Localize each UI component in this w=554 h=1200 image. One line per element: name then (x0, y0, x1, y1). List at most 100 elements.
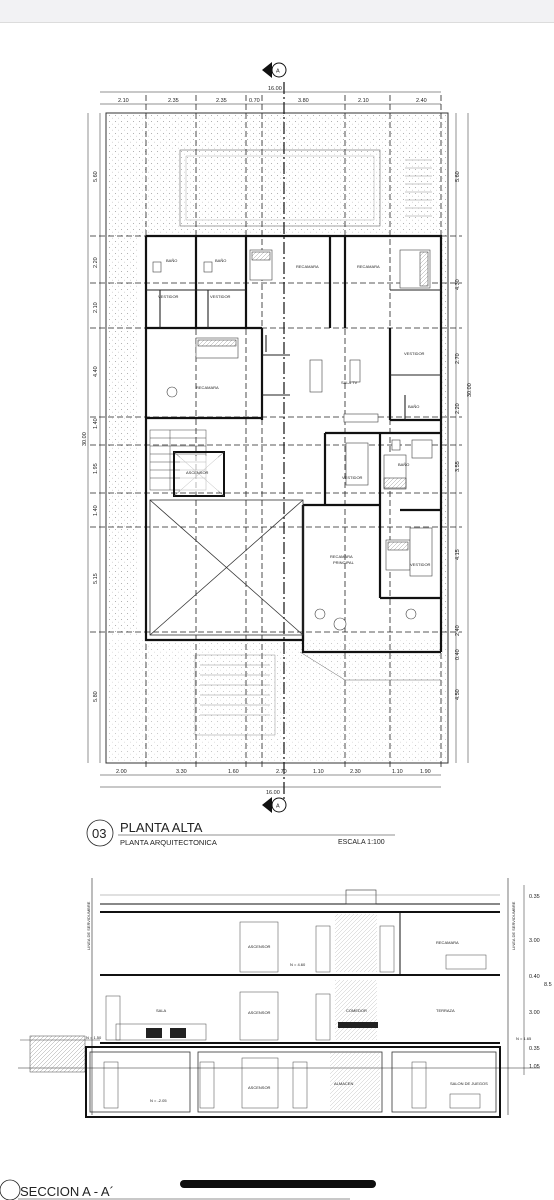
left-dim-1: 5.60 (93, 171, 99, 182)
section-marker-top-label: A (276, 69, 280, 75)
room-label-ascensor: ASCENSOR (186, 470, 209, 475)
left-dim-2: 2.20 (93, 257, 99, 268)
left-dim-7: 1.40 (93, 505, 99, 516)
right-dim-4: 2.20 (455, 403, 461, 414)
bottom-dim-1: 2.00 (116, 769, 127, 775)
plan-number-circle (86, 819, 114, 847)
room-label-bano-4: BAÑO (408, 404, 419, 409)
right-dim-1: 5.60 (455, 171, 461, 182)
room-label-vestidor-5: VESTIDOR (410, 562, 431, 567)
section-dim-3: 0.40 (529, 974, 540, 980)
patio-outline (179, 149, 381, 227)
bottom-dim-3: 1.60 (228, 769, 239, 775)
basement-elevator (241, 1057, 279, 1109)
top-dim-7: 2.40 (416, 98, 427, 104)
room-label-vestidor-2: VESTIDOR (210, 294, 231, 299)
section-dim-far: 8.5 (544, 982, 552, 988)
top-dim-3: 2.35 (216, 98, 227, 104)
basement-door-4 (411, 1061, 427, 1109)
right-dim-2: 4.30 (455, 279, 461, 290)
room-label-recamara-2: RECAMARA (357, 264, 380, 269)
room-label-bano-3: BAÑO (398, 462, 409, 467)
gf-sala-sofa (115, 1023, 207, 1041)
home-indicator[interactable] (180, 1180, 376, 1188)
exterior-stair (405, 159, 432, 217)
bottom-dim-4: 2.70 (276, 769, 287, 775)
plan-number: 03 (92, 826, 106, 841)
top-dim-6: 2.10 (358, 98, 369, 104)
top-dim-4: 0.70 (249, 98, 260, 104)
left-dimensions: 30.00 5.60 2.20 2.10 4.40 1.40 1.95 1.40… (82, 113, 101, 763)
room-label-recamara-1: RECAMARA (296, 264, 319, 269)
basement-sofa (449, 1093, 481, 1109)
bottom-dim-2: 3.30 (176, 769, 187, 775)
floor-plan: BAÑO BAÑO BAÑO BAÑO VESTIDOR VESTIDOR VE… (82, 62, 473, 813)
right-property-line-note: LINEA DE SERVIDUMBRE (511, 901, 516, 950)
section-label-ascensor-1: ASCENSOR (248, 1085, 271, 1090)
section-dim-4: 3.00 (529, 1010, 540, 1016)
left-dim-3: 2.10 (93, 302, 99, 313)
right-total-dim: 30.00 (467, 383, 473, 397)
room-label-vestidor-3: VESTIDOR (404, 351, 425, 356)
left-dim-8: 5.15 (93, 573, 99, 584)
bottom-dim-8: 1.90 (420, 769, 431, 775)
right-dim-6: 4.15 (455, 549, 461, 560)
right-dim-5: 3.55 (455, 461, 461, 472)
section-dim-1: 0.35 (529, 894, 540, 900)
gf-elevator (239, 991, 279, 1041)
section-number-circle (0, 1179, 21, 1200)
basement-door-1 (103, 1061, 119, 1109)
room-label-recamara-3: RECAMARA (196, 385, 219, 390)
right-dim-9: 4.50 (455, 689, 461, 700)
interior-walls (146, 289, 441, 420)
section-title: SECCION A - A´ (20, 1184, 114, 1199)
garden-area-left (107, 236, 139, 636)
uf-elevator (239, 921, 279, 973)
basement-door-3 (292, 1061, 308, 1109)
garden-area (107, 114, 447, 236)
room-label-bano-1: BAÑO (166, 258, 177, 263)
roof-outline (299, 651, 441, 681)
bottom-dim-6: 2.30 (350, 769, 361, 775)
section-drawing: LINEA DE SERVIDUMBRE LINEA DE SERVIDUMBR… (0, 878, 552, 1200)
top-dim-1: 2.10 (118, 98, 129, 104)
top-total-dim: 16.00 (268, 86, 282, 92)
top-dim-5: 3.80 (298, 98, 309, 104)
gf-door-1 (105, 995, 121, 1041)
room-label-recamara-principal-2: PRINCIPAL (333, 560, 355, 565)
plan-title: PLANTA ALTA (120, 820, 203, 835)
section-dim-6: 1.05 (529, 1064, 540, 1070)
section-label-sala: SALA (156, 1008, 167, 1013)
gf-stair (335, 980, 377, 1040)
level-n460: N = 4.60 (290, 962, 306, 967)
right-dimensions: 30.00 5.60 4.30 2.70 2.20 3.55 4.15 2.40… (455, 113, 473, 763)
top-dimensions: 16.00 2.10 2.35 2.35 0.70 3.80 2.10 2.40 (100, 86, 441, 105)
gf-dining-table (338, 1022, 378, 1028)
section-label-ascensor-2: ASCENSOR (248, 1010, 271, 1015)
room-labels: BAÑO BAÑO BAÑO BAÑO VESTIDOR VESTIDOR VE… (158, 258, 431, 567)
architectural-sheet: BAÑO BAÑO BAÑO BAÑO VESTIDOR VESTIDOR VE… (0, 62, 552, 1200)
garden-area-bottom (107, 640, 447, 762)
section-label-terraza: TERRAZA (436, 1008, 455, 1013)
level-n150: N = 1.50 (86, 1035, 102, 1040)
basement-slab (85, 1046, 501, 1118)
section-marker-top: A (262, 62, 287, 78)
gf-door-2 (315, 993, 331, 1041)
left-dim-5: 1.40 (93, 418, 99, 429)
viewer-top-bar (0, 0, 554, 23)
elevator-shaft (173, 451, 225, 497)
section-dim-2: 3.00 (529, 938, 540, 944)
left-terrain (29, 1035, 86, 1073)
garden-area-right (442, 236, 447, 636)
section-dim-5: 0.35 (529, 1046, 540, 1052)
left-dim-9: 5.80 (93, 691, 99, 702)
right-dim-7: 2.40 (455, 625, 461, 636)
section-label-almacen: ALMACEN (334, 1081, 353, 1086)
uf-door-2 (379, 925, 395, 973)
uf-door-1 (315, 925, 331, 973)
lot-boundary (105, 112, 449, 764)
bottom-total-dim: 16.00 (266, 790, 280, 796)
patio-outline-inner (185, 155, 375, 221)
basement-door-2 (199, 1061, 215, 1109)
section-label-salon: SALON DE JUEGOS (450, 1081, 488, 1086)
